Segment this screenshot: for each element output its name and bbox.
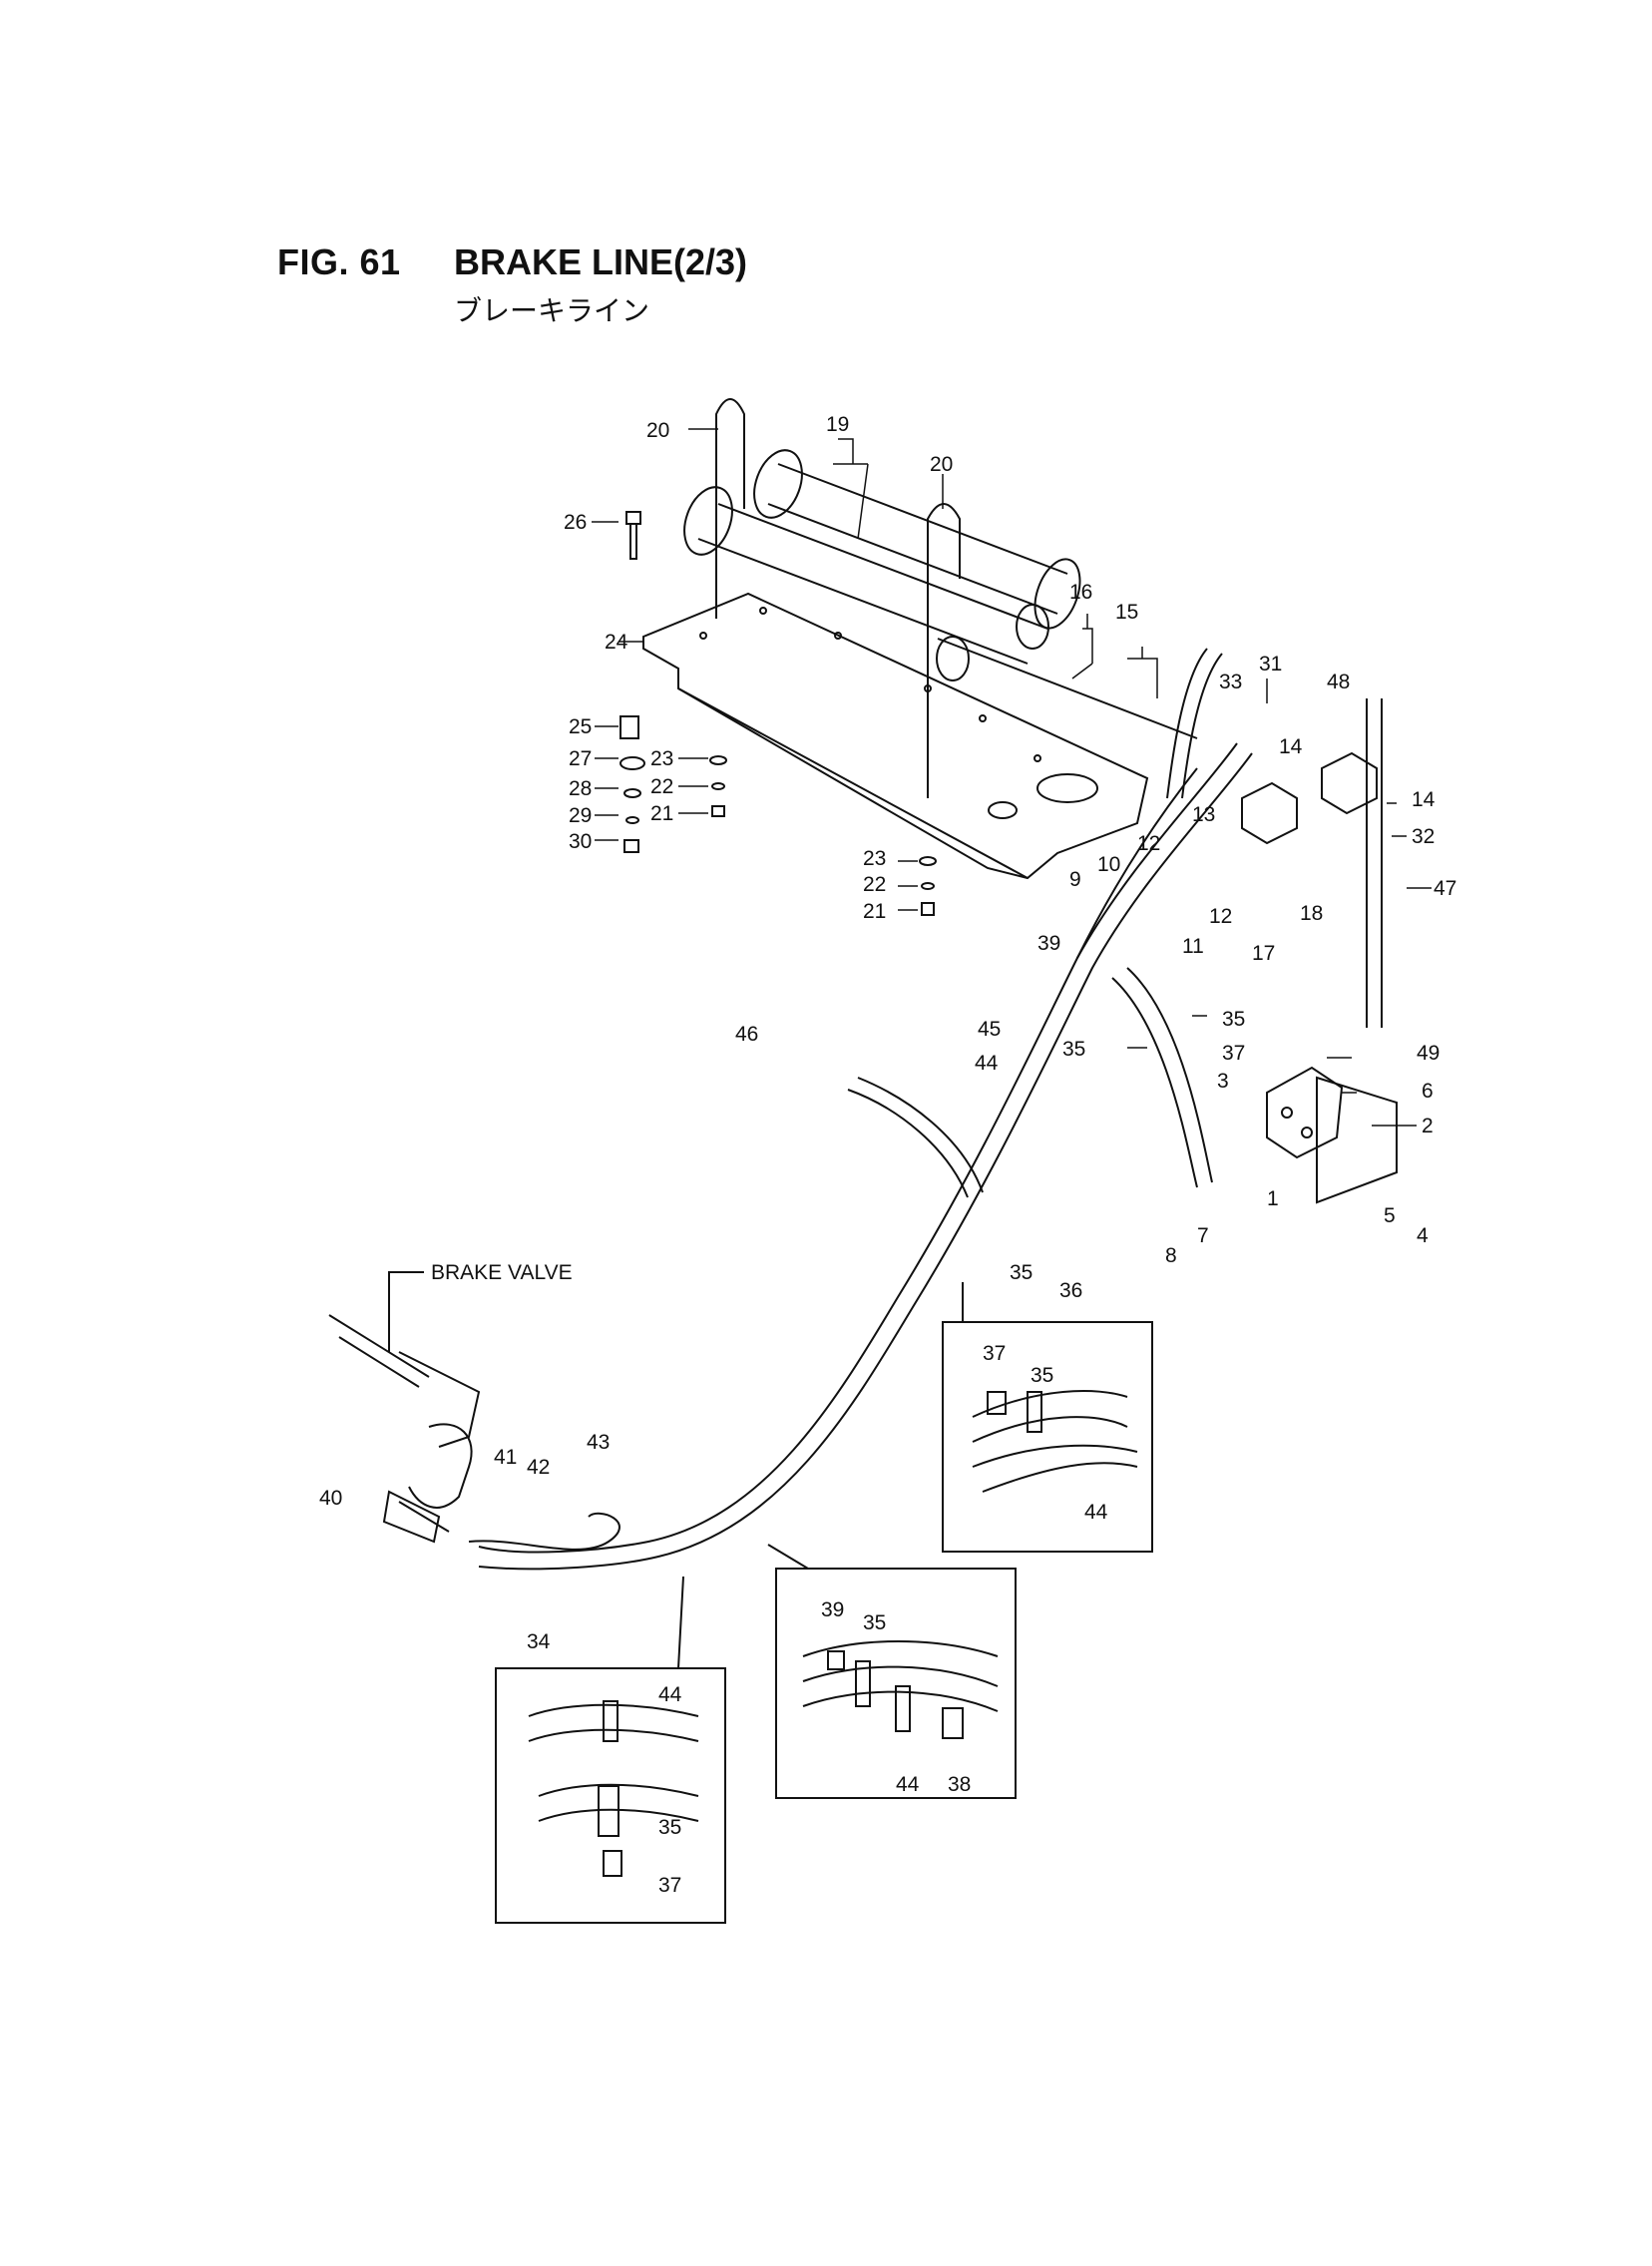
callout-45: 45 [978, 1018, 1001, 1041]
callout-38: 38 [948, 1773, 971, 1796]
callout-35b: 35 [1062, 1038, 1085, 1061]
callout-14a: 14 [1279, 735, 1303, 758]
callout-6: 6 [1422, 1080, 1434, 1103]
callout-14b: 14 [1412, 788, 1436, 811]
callout-11: 11 [1182, 935, 1204, 958]
callout-35e: 35 [863, 1611, 886, 1634]
callout-19: 19 [826, 413, 849, 436]
u-bolt-right [927, 503, 961, 798]
callout-35d: 35 [1031, 1364, 1053, 1387]
callout-12a: 12 [1137, 832, 1160, 855]
callout-24: 24 [605, 631, 628, 654]
callout-36: 36 [1059, 1279, 1082, 1302]
callout-7: 7 [1197, 1224, 1209, 1247]
fastener-stack-left [620, 715, 937, 916]
callout-31: 31 [1259, 653, 1282, 676]
callout-18: 18 [1300, 902, 1323, 925]
callout-12b: 12 [1209, 905, 1232, 928]
callout-44b: 44 [1084, 1501, 1108, 1524]
callout-4: 4 [1417, 1224, 1429, 1247]
detail-inset-middle [775, 1568, 1017, 1799]
callout-1: 1 [1267, 1187, 1279, 1210]
inset-left-hoses [528, 1700, 699, 1877]
callout-22a: 22 [650, 775, 673, 798]
callout-23b: 23 [863, 847, 886, 870]
callout-32: 32 [1412, 825, 1435, 848]
callout-29: 29 [569, 804, 592, 827]
callout-39b: 39 [821, 1598, 844, 1621]
callout-3: 3 [1217, 1070, 1229, 1093]
callout-43: 43 [587, 1431, 610, 1454]
callout-41: 41 [494, 1446, 517, 1469]
callout-37b: 37 [983, 1342, 1006, 1365]
brake-valve-housing [328, 1314, 481, 1544]
detail-inset-right [942, 1321, 1153, 1553]
callout-35a: 35 [1222, 1008, 1245, 1031]
callout-33: 33 [1219, 671, 1242, 693]
callout-20a: 20 [646, 419, 669, 442]
callout-2: 2 [1422, 1115, 1434, 1137]
u-bolt-left [715, 398, 745, 619]
callout-40: 40 [319, 1487, 342, 1510]
callout-25: 25 [569, 715, 592, 738]
callout-9: 9 [1069, 868, 1081, 891]
callout-28: 28 [569, 777, 592, 800]
callout-47: 47 [1434, 877, 1456, 900]
callout-10: 10 [1097, 853, 1120, 876]
callout-16: 16 [1069, 581, 1092, 604]
tee-blocks [1241, 751, 1378, 845]
callout-49: 49 [1417, 1042, 1440, 1065]
callout-46: 46 [735, 1023, 758, 1046]
callout-39a: 39 [1037, 932, 1060, 955]
bolt-26 [625, 511, 641, 560]
callout-35c: 35 [1010, 1261, 1032, 1284]
callout-48: 48 [1327, 671, 1350, 693]
callout-23a: 23 [650, 747, 673, 770]
callout-26: 26 [564, 511, 587, 534]
figure-number: FIG. 61 [277, 241, 401, 282]
callout-44a: 44 [975, 1052, 999, 1075]
callout-21a: 21 [650, 802, 673, 825]
callout-27: 27 [569, 747, 592, 770]
callout-42: 42 [527, 1456, 550, 1479]
callout-17: 17 [1252, 942, 1275, 965]
inset-right-hoses [972, 1390, 1138, 1493]
callout-34: 34 [527, 1630, 551, 1653]
callout-20b: 20 [930, 453, 953, 476]
callout-8: 8 [1165, 1244, 1177, 1267]
brake-valve-leader [388, 1271, 424, 1352]
callout-30: 30 [569, 830, 592, 853]
callout-leader-lines [592, 428, 1432, 1127]
callout-44c: 44 [896, 1773, 920, 1796]
brake-hose-run [468, 648, 1383, 1571]
callout-22b: 22 [863, 873, 886, 896]
figure-title: BRAKE LINE(2/3) [454, 241, 748, 282]
figure-subtitle: ブレーキライン [454, 294, 650, 327]
callout-37a: 37 [1222, 1042, 1245, 1065]
callout-44d: 44 [658, 1683, 682, 1706]
callout-21b: 21 [863, 900, 886, 923]
callout-13: 13 [1192, 803, 1215, 826]
callout-37c: 37 [658, 1874, 681, 1897]
air-tank-assembly [683, 449, 1198, 739]
callout-15: 15 [1115, 601, 1138, 624]
valve-block [1266, 1066, 1398, 1204]
callout-5: 5 [1384, 1204, 1396, 1227]
brake-valve-label: BRAKE VALVE [431, 1261, 573, 1284]
inset-leader-lines [677, 1282, 964, 1669]
mounting-plate [642, 592, 1149, 880]
inset-middle-hoses [802, 1640, 999, 1739]
detail-inset-left [495, 1667, 726, 1924]
callout-35f: 35 [658, 1816, 681, 1839]
callout-labels: 1 2 3 4 5 6 7 8 9 10 11 12 12 13 14 14 1… [319, 413, 1456, 1897]
